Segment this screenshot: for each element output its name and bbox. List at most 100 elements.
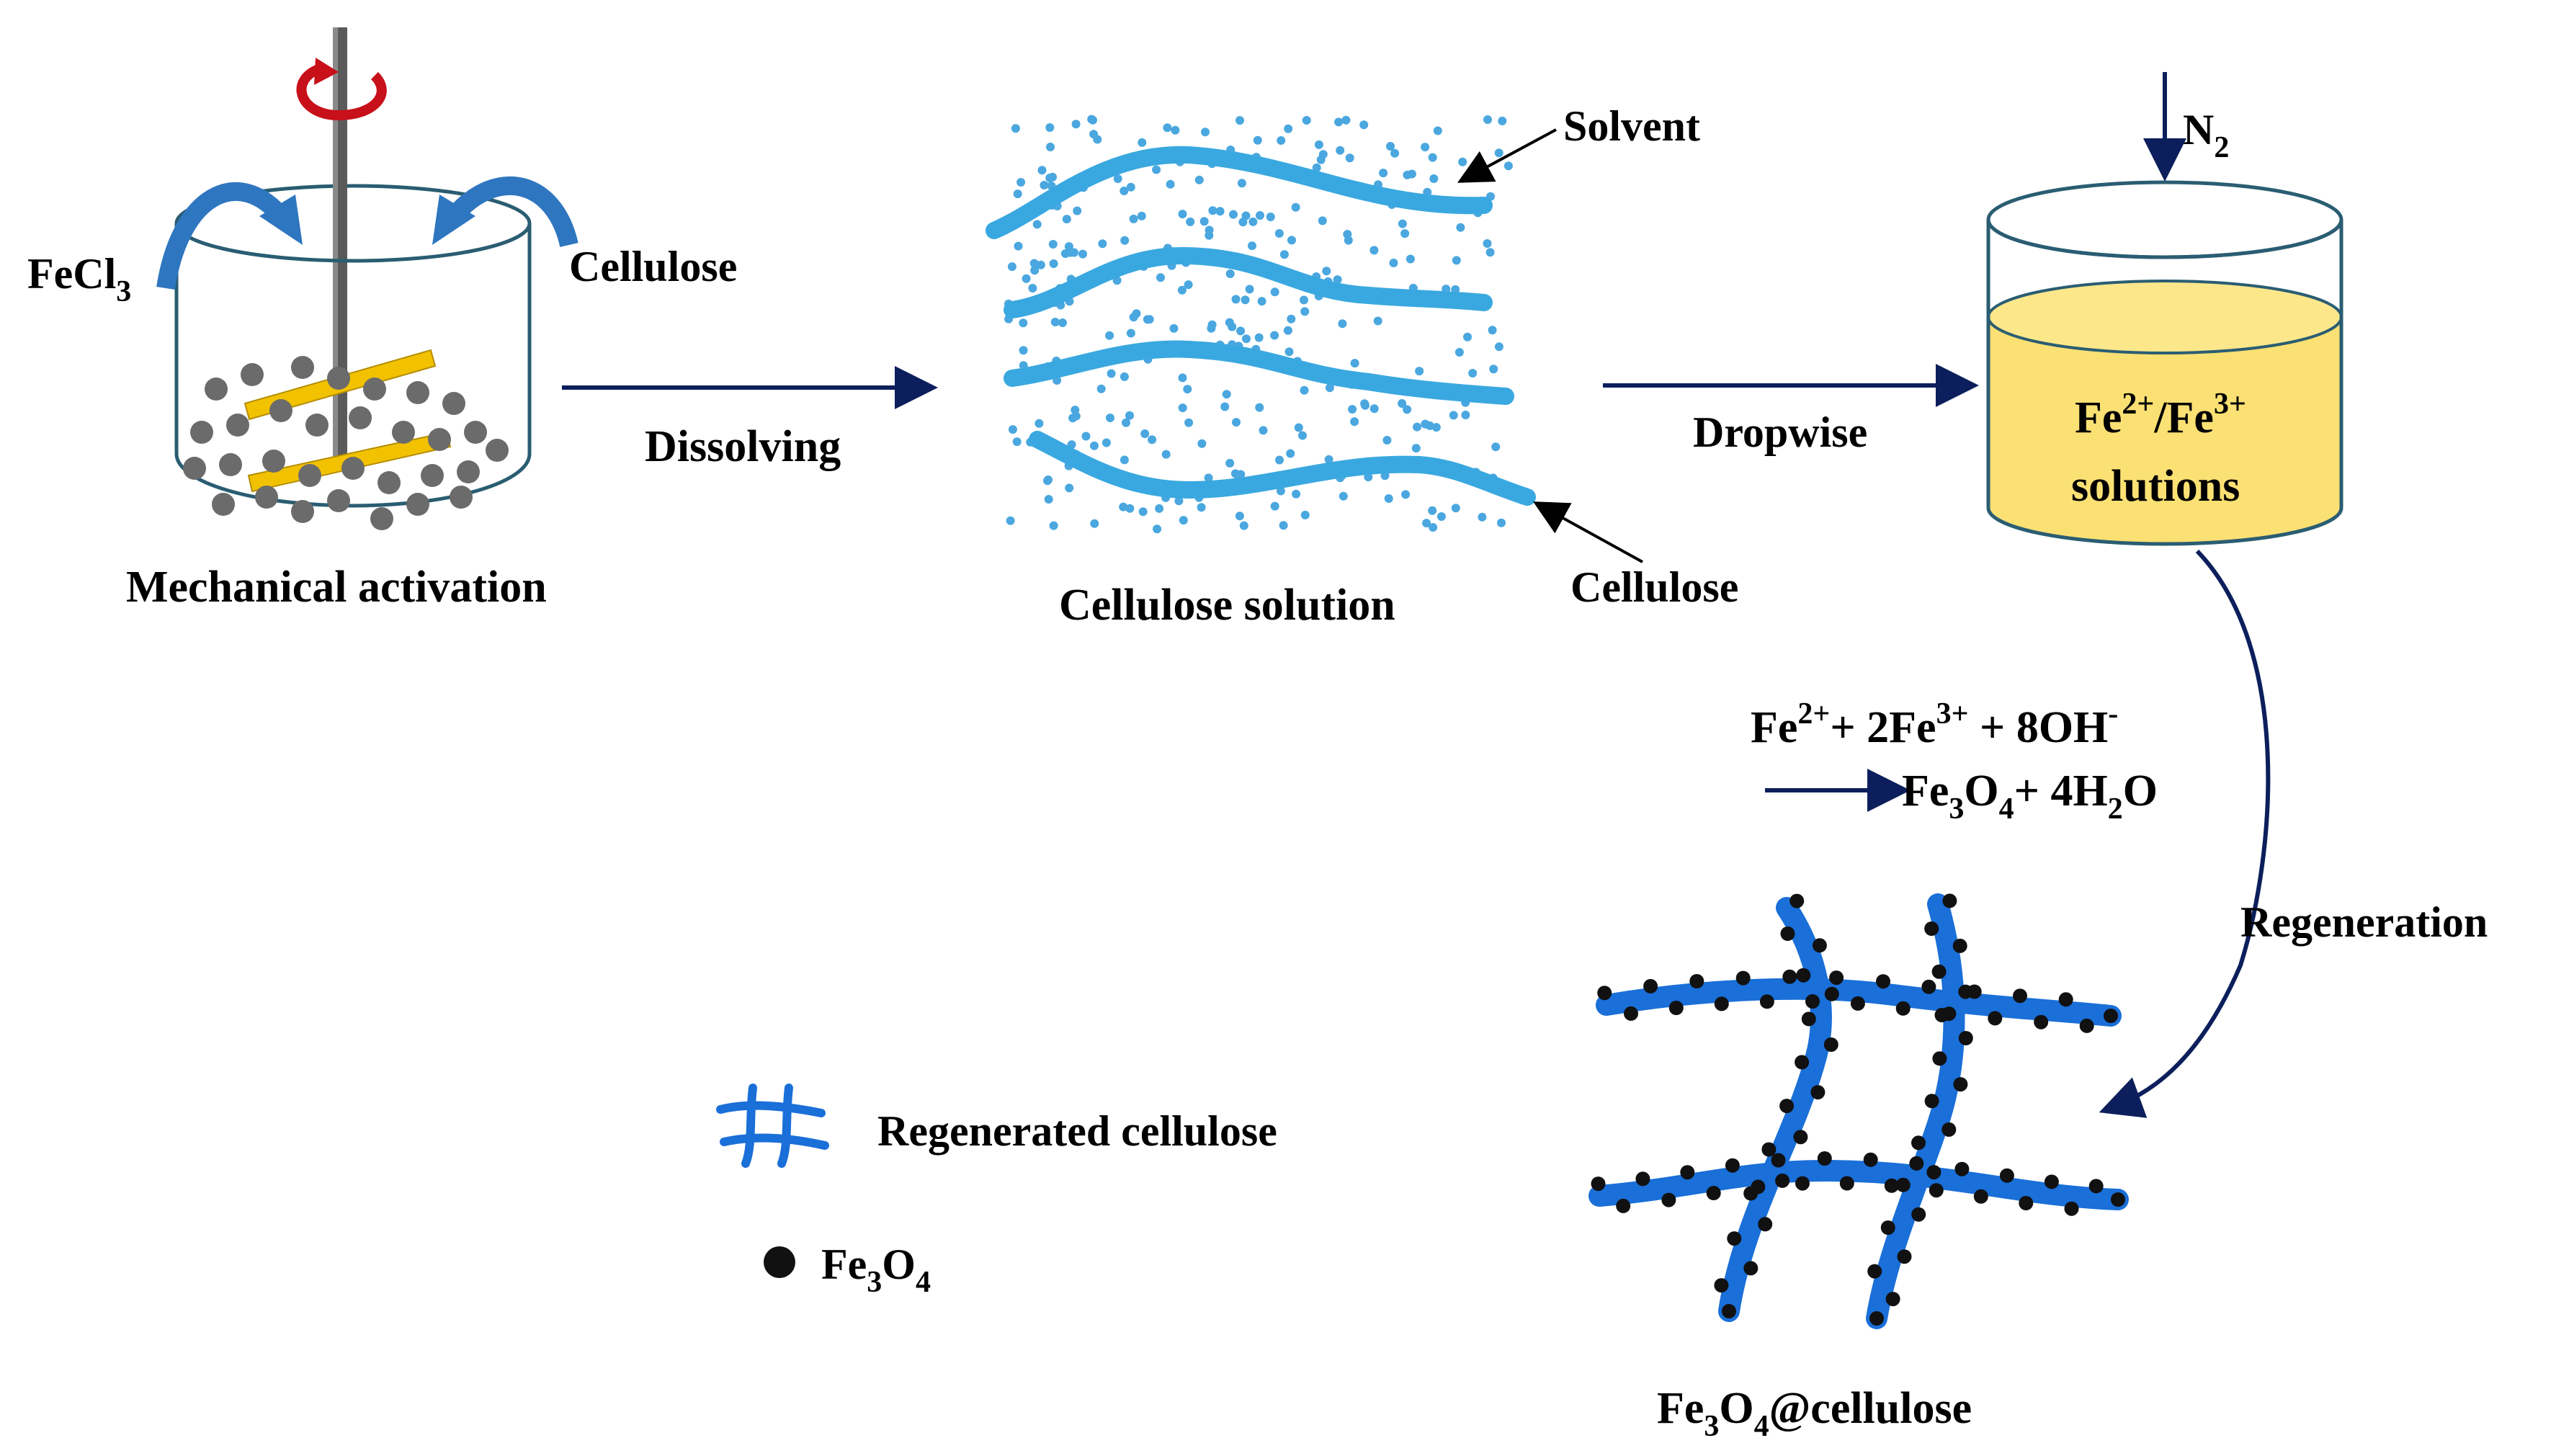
solvent-dot — [1389, 259, 1398, 267]
solvent-dot — [1125, 411, 1134, 420]
solvent-dot — [1398, 219, 1407, 228]
fe3o4-particle — [1780, 926, 1795, 941]
solvent-dot — [1007, 262, 1016, 272]
fecl3-label: FeCl3 — [27, 250, 131, 308]
solvent-dot — [1333, 275, 1342, 285]
fe3o4-particle — [1941, 1122, 1957, 1137]
solvent-dot — [1049, 259, 1058, 268]
fe3o4-particle — [1771, 1153, 1786, 1168]
solvent-dot — [1113, 174, 1122, 183]
grinding-ball — [269, 399, 292, 422]
fe3o4-particle — [1911, 1207, 1926, 1222]
solvent-dot — [1155, 504, 1164, 513]
solvent-dot — [1186, 217, 1195, 226]
solvent-dot — [1179, 516, 1188, 525]
solvent-dot — [1483, 115, 1492, 124]
solvent-dot — [1089, 130, 1099, 139]
fe3o4-particle — [1954, 1161, 1970, 1176]
solvent-dot — [1174, 496, 1184, 506]
solvent-dot — [1300, 385, 1309, 395]
solvent-dot — [1415, 367, 1424, 376]
grinding-ball — [450, 486, 473, 509]
fe3o4-particle — [1706, 1186, 1721, 1200]
fe3o4-particle — [1895, 1177, 1911, 1192]
grinding-ball — [486, 439, 509, 462]
legend-cellulose-icon — [716, 1084, 829, 1168]
solvent-dot — [1078, 249, 1087, 259]
solvent-dot — [1152, 165, 1161, 174]
fe3o4-particle — [1897, 1249, 1912, 1264]
grinding-ball — [255, 486, 278, 509]
solvent-dot — [1451, 504, 1460, 513]
fe3o4-particle — [1727, 1231, 1742, 1246]
solvent-dot — [1014, 241, 1023, 251]
grinding-ball — [442, 392, 465, 415]
solvent-dot — [1008, 425, 1017, 434]
solvent-dot — [1241, 295, 1250, 305]
fe3o4-particle — [1624, 1006, 1638, 1021]
fe3o4-particle — [1999, 1168, 2014, 1183]
solvent-dot — [1138, 507, 1148, 517]
solvent-dot — [1257, 297, 1266, 306]
rotation-arrow-icon — [296, 58, 387, 121]
solvent-dot — [1122, 418, 1130, 427]
fe3o4-particle — [1680, 1165, 1695, 1180]
solvent-dot — [1138, 138, 1147, 147]
solvent-dot — [1242, 334, 1251, 344]
fe3o4-particle — [2019, 1196, 2034, 1210]
fe3o4-particle — [1661, 1192, 1676, 1207]
solvent-dot — [1274, 229, 1284, 238]
fe3o4-particle — [1884, 1178, 1899, 1193]
fe3o4-particle — [2104, 1009, 2118, 1023]
solvent-dot — [1126, 329, 1135, 338]
fe3o4-particle — [1988, 1011, 2003, 1026]
fe3o4-particle — [1839, 1176, 1854, 1191]
solvent-dot — [1125, 504, 1135, 513]
solvent-dot — [1030, 266, 1040, 275]
dissolving-label: Dissolving — [645, 422, 841, 471]
solvent-dot — [1429, 174, 1439, 183]
solvent-dot — [1205, 225, 1214, 235]
solvent-dot — [1398, 399, 1407, 408]
solvent-dot — [1291, 202, 1300, 212]
cellulose-input-label: Cellulose — [569, 243, 737, 290]
solvent-dot — [1425, 421, 1434, 430]
solvent-dot — [1058, 318, 1067, 327]
grinding-ball — [298, 464, 321, 487]
solvent-dot — [1089, 115, 1097, 125]
solvent-dot — [1238, 218, 1248, 227]
solvent-dot — [1060, 249, 1070, 258]
solvent-dot — [1090, 441, 1099, 450]
solvent-dot — [1156, 273, 1165, 282]
solvent-dot — [1019, 318, 1028, 328]
solvent-dot — [1334, 117, 1344, 127]
grinding-ball — [377, 471, 401, 494]
solvent-dot — [1279, 521, 1288, 530]
solvent-dot — [1341, 115, 1351, 125]
fe3o4-particle — [1812, 938, 1827, 953]
grinding-ball — [291, 500, 314, 523]
solvent-dot — [1350, 359, 1359, 368]
solvent-dot — [1345, 153, 1354, 163]
solvent-dot — [1220, 402, 1230, 411]
solvent-dot — [1298, 431, 1307, 440]
solvent-dot — [1120, 372, 1129, 381]
solvent-dot — [1107, 369, 1116, 378]
solvent-dot — [1390, 148, 1400, 158]
solvent-dot — [1129, 214, 1138, 223]
solvent-dot — [1126, 182, 1135, 192]
grinding-ball — [305, 414, 329, 437]
solvent-dot — [1373, 316, 1382, 326]
solvent-dot — [1153, 524, 1162, 534]
fe3o4-particle — [1824, 986, 1839, 1001]
fe3o4-particle — [1880, 1220, 1895, 1235]
solvent-dot — [1239, 521, 1248, 530]
solvent-dot — [1428, 506, 1437, 515]
solvent-dot — [1324, 455, 1333, 464]
solvent-dot — [1201, 128, 1210, 137]
solvent-dot — [1016, 178, 1026, 187]
reaction-line2: Fe3O4+ 4H2O — [1902, 767, 2158, 826]
solvent-dot — [1106, 414, 1114, 422]
solvent-dot — [1350, 417, 1359, 426]
fe3o4-particle — [1926, 1165, 1941, 1180]
